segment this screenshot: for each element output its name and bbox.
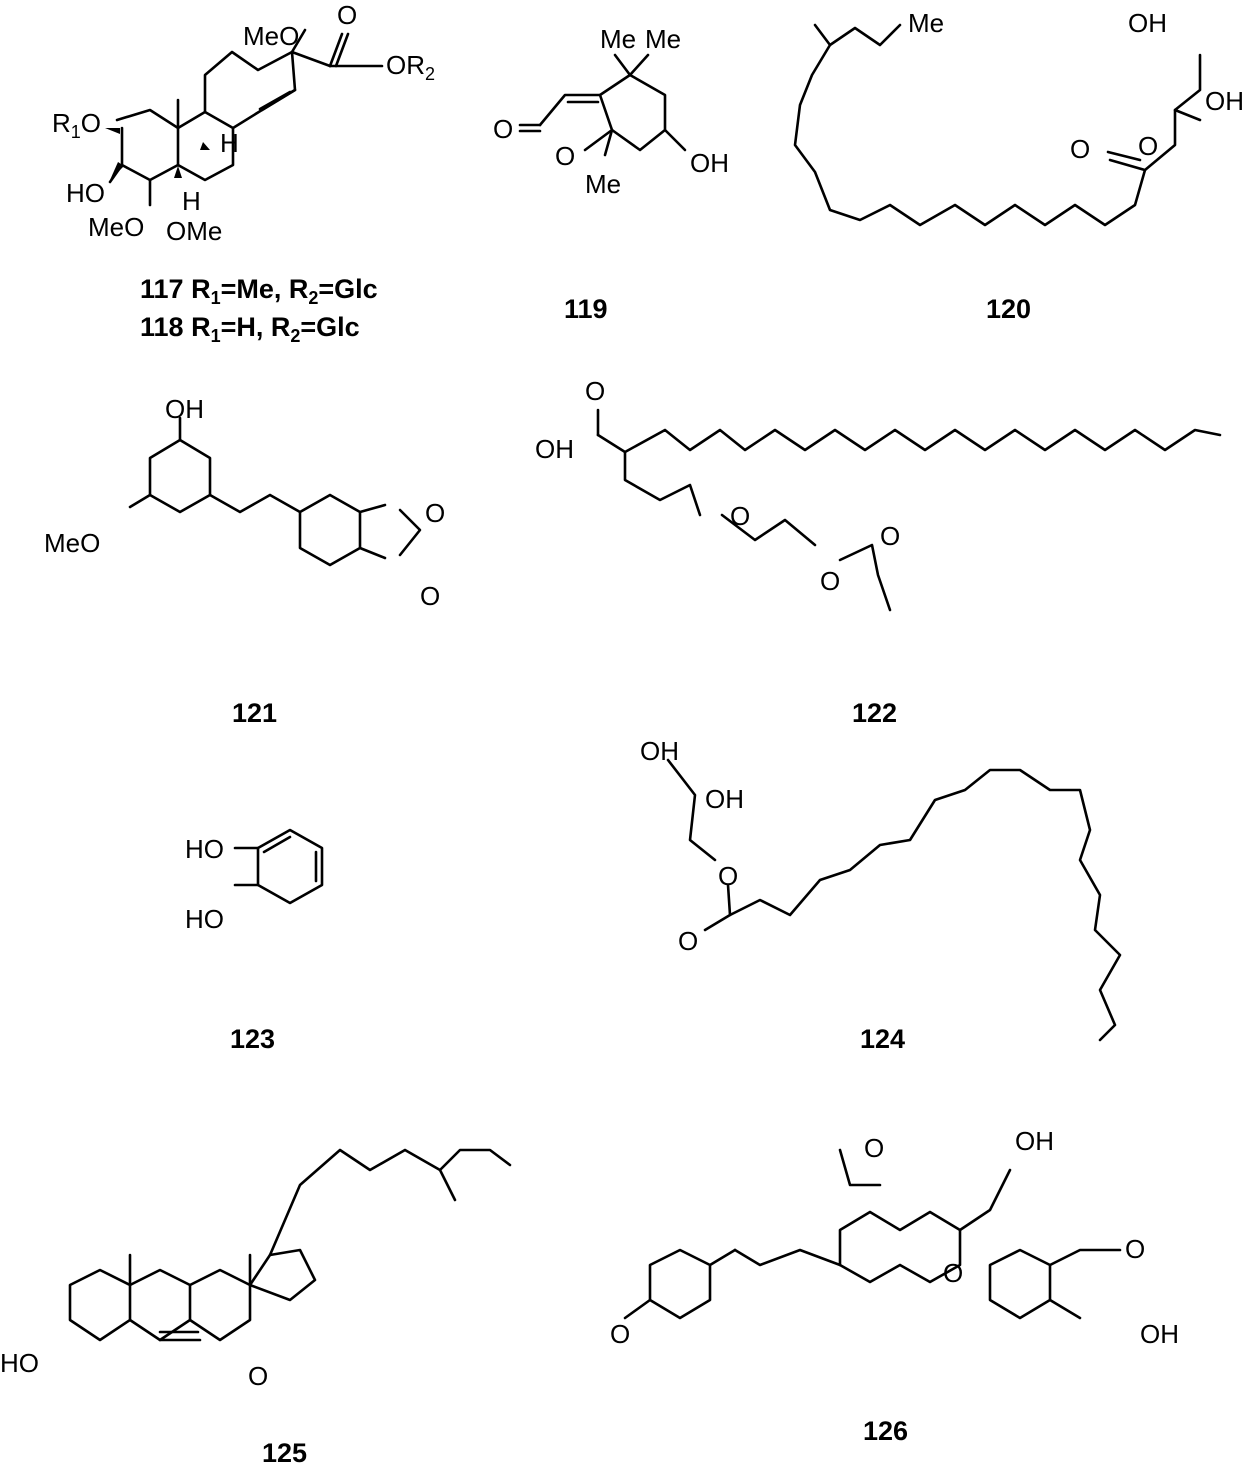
ester-o-label-122: O [820, 566, 840, 596]
meo-top-label: MeO [243, 21, 299, 51]
me-label-120: Me [908, 8, 944, 38]
ether-o-label-122: O [730, 501, 750, 531]
caption-123: 123 [230, 1024, 275, 1054]
o-left-label-126: O [610, 1319, 630, 1349]
caption-117: 117 R1=Me, R2=Glc [140, 274, 378, 308]
compound-119-structure [518, 53, 687, 157]
compound-117-118-structure [105, 28, 384, 207]
oh2-label-120: OH [1205, 86, 1244, 116]
h-lower-label: H [182, 186, 201, 216]
caption-120: 120 [986, 294, 1031, 324]
oh-label-121: OH [165, 394, 204, 424]
or2-label: OR2 [386, 50, 435, 84]
compound-124-structure [666, 758, 1122, 1042]
carbonyl-o-label-122: O [585, 376, 605, 406]
caption-122: 122 [852, 698, 897, 728]
ho1-label-123: HO [185, 834, 224, 864]
ho-label-125: HO [0, 1348, 39, 1378]
carbonyl-o-label-120: O [1070, 134, 1090, 164]
o2-label-121: O [420, 581, 440, 611]
me2-label: Me [645, 24, 681, 54]
me1-label: Me [600, 24, 636, 54]
compound-125-structure [68, 1148, 512, 1342]
h-upper-label: H [220, 128, 239, 158]
compound-123-structure [233, 828, 324, 905]
oh1-label-120: OH [1128, 8, 1167, 38]
caption-118: 118 R1=H, R2=Glc [140, 312, 360, 346]
meo-bottom-label: MeO [88, 212, 144, 242]
o1-label-121: O [425, 498, 445, 528]
compound-126-structure [623, 1148, 1122, 1320]
ho-label: HO [66, 178, 105, 208]
oh-label-122: OH [535, 434, 574, 464]
ring-o-label-126: O [943, 1258, 963, 1288]
r1o-label: R1O [52, 108, 101, 142]
me3-label: Me [585, 169, 621, 199]
oh-bottom-label-126: OH [1140, 1319, 1179, 1349]
caption-119: 119 [564, 294, 608, 324]
ketone-o-label-125: O [248, 1361, 268, 1391]
oh-label-119: OH [690, 148, 729, 178]
ome-bottom-label: OMe [166, 216, 222, 246]
ester-o-label-120: O [1138, 131, 1158, 161]
carbonyl-o-label-124: O [678, 926, 698, 956]
o-top-label-126: O [864, 1133, 884, 1163]
compound-120-structure [793, 23, 1202, 227]
acryl-o-label-122: O [880, 521, 900, 551]
ring-o-label-119: O [555, 141, 575, 171]
meo-label-121: MeO [44, 528, 100, 558]
carbonyl-o-label-119: O [493, 114, 513, 144]
oh2-label-124: OH [705, 784, 744, 814]
caption-121: 121 [232, 698, 277, 728]
oh1-label-124: OH [640, 736, 679, 766]
ester-o-label-124: O [718, 861, 738, 891]
compound-121-structure [128, 416, 422, 567]
carbonyl-o-label: O [337, 0, 357, 30]
caption-125: 125 [262, 1438, 307, 1468]
oh-top-label-126: OH [1015, 1126, 1054, 1156]
caption-124: 124 [860, 1024, 905, 1054]
caption-126: 126 [863, 1416, 908, 1446]
ho2-label-123: HO [185, 904, 224, 934]
o-right-label-126: O [1125, 1234, 1145, 1264]
compound-122-structure [596, 408, 1222, 612]
